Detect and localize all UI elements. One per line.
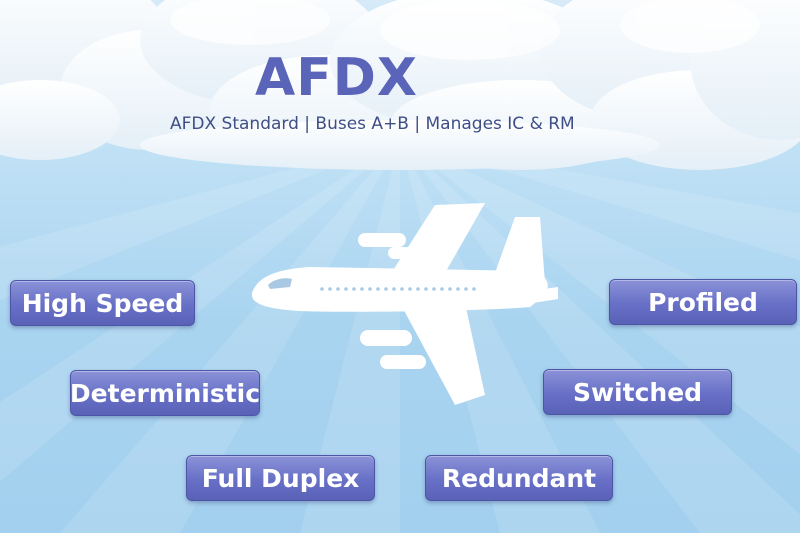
clouds-illustration bbox=[0, 0, 800, 170]
page-subtitle: AFDX Standard | Buses A+B | Manages IC &… bbox=[170, 114, 575, 134]
feature-badge-profiled: Profiled bbox=[609, 279, 797, 325]
airplane-icon bbox=[251, 203, 558, 405]
feature-badge-redundant: Redundant bbox=[425, 455, 613, 501]
feature-badge-full-duplex: Full Duplex bbox=[186, 455, 375, 501]
feature-badge-high-speed: High Speed bbox=[10, 280, 195, 326]
feature-badge-deterministic: Deterministic bbox=[70, 370, 260, 416]
page-title: AFDX bbox=[255, 48, 419, 108]
feature-badge-switched: Switched bbox=[543, 369, 732, 415]
